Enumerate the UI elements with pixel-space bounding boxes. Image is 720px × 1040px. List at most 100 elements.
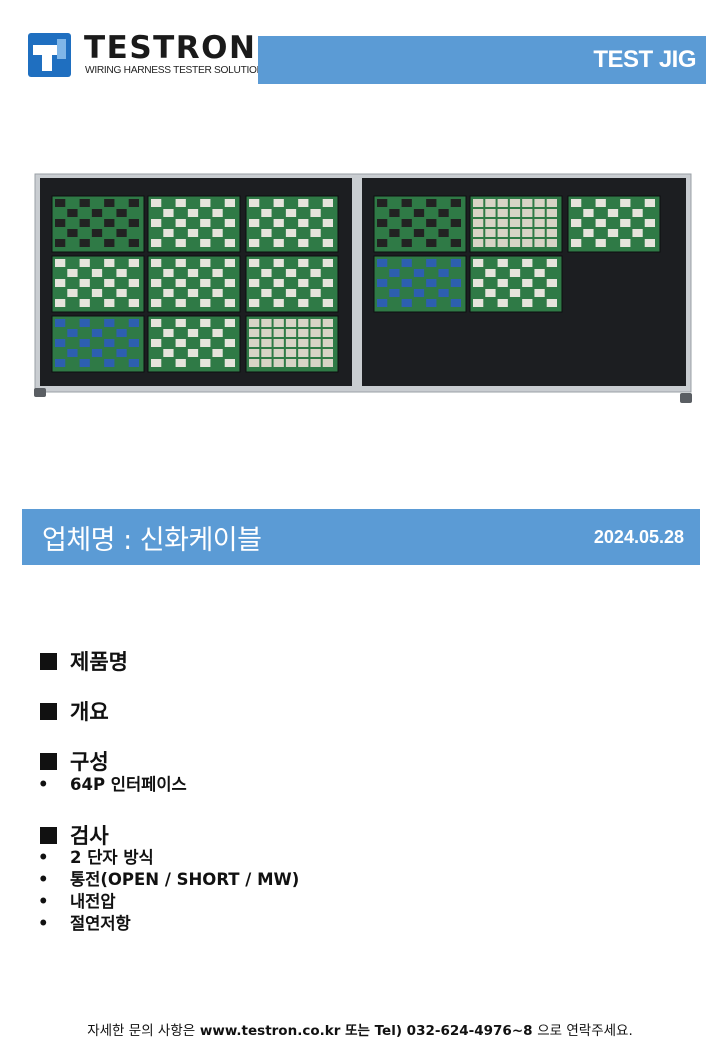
circuit-board [245,255,339,313]
connector [595,199,606,207]
connector [473,229,484,237]
connector [522,229,533,237]
connector [55,259,66,267]
connector [224,339,235,347]
connector [285,229,297,237]
connector [212,349,223,357]
connector [273,349,284,357]
connector [546,259,557,267]
connector [79,339,90,347]
connector [55,219,66,227]
connector [413,289,425,297]
connector [104,339,115,347]
list-item: •64P 인터페이스 [38,775,187,794]
connector [175,279,186,287]
connector [91,349,103,357]
connector [497,219,508,227]
connector [79,259,90,267]
connector [620,219,631,227]
connector [473,219,484,227]
connector [224,299,235,307]
connector [546,239,557,247]
connector [273,259,284,267]
connector [79,299,90,307]
connector [200,259,211,267]
connector [187,349,199,357]
connector [413,269,425,277]
connector [163,329,174,337]
connector [212,269,223,277]
connector [426,239,437,247]
connector [298,339,309,347]
connector [571,219,582,227]
category-label: TEST JIG [593,46,696,73]
connector [285,209,297,217]
connector [322,219,333,227]
connector [55,359,66,367]
connector [128,199,139,207]
connector [273,279,284,287]
connector [546,299,557,307]
connector [485,209,496,217]
connector [79,199,90,207]
connector [522,199,533,207]
connector [607,209,619,217]
connector [116,349,127,357]
connector [273,319,284,327]
connector [273,359,284,367]
section-title: 개요 [70,700,109,724]
connector [595,219,606,227]
connector [224,359,235,367]
connector [55,239,66,247]
connector [473,259,484,267]
connector [104,239,115,247]
connector [583,229,594,237]
connector [187,209,199,217]
connector [261,289,272,297]
connector [104,319,115,327]
connector [91,289,103,297]
connector [67,209,78,217]
section-overview: 개요 [40,696,109,726]
list-item: •통전(OPEN / SHORT / MW) [38,870,300,889]
connector [485,289,496,297]
connector [322,279,333,287]
connector [644,219,655,227]
connector [438,269,449,277]
square-bullet-icon [40,652,57,670]
connector [322,199,333,207]
connector [285,319,297,327]
connector [546,279,557,287]
connector [261,339,272,347]
connector [67,289,78,297]
connector [151,279,162,287]
testron-logo-icon [28,33,71,77]
connector [200,279,211,287]
connector [163,229,174,237]
connector [175,359,186,367]
connector [151,259,162,267]
connector [509,289,521,297]
connector [285,329,297,337]
connector [644,239,655,247]
connector [522,299,533,307]
connector [377,239,388,247]
connector [116,209,127,217]
connector [249,299,260,307]
connector [79,219,90,227]
connector [67,349,78,357]
connector [224,239,235,247]
connector [175,339,186,347]
connector [128,299,139,307]
website-link[interactable]: www.testron.co.kr [199,1023,341,1039]
connector [522,219,533,227]
connector [175,239,186,247]
connector [261,269,272,277]
connector [298,299,309,307]
connector [450,199,461,207]
connector [187,229,199,237]
connector [285,289,297,297]
connector [310,269,321,277]
connector [212,289,223,297]
connector [401,199,412,207]
